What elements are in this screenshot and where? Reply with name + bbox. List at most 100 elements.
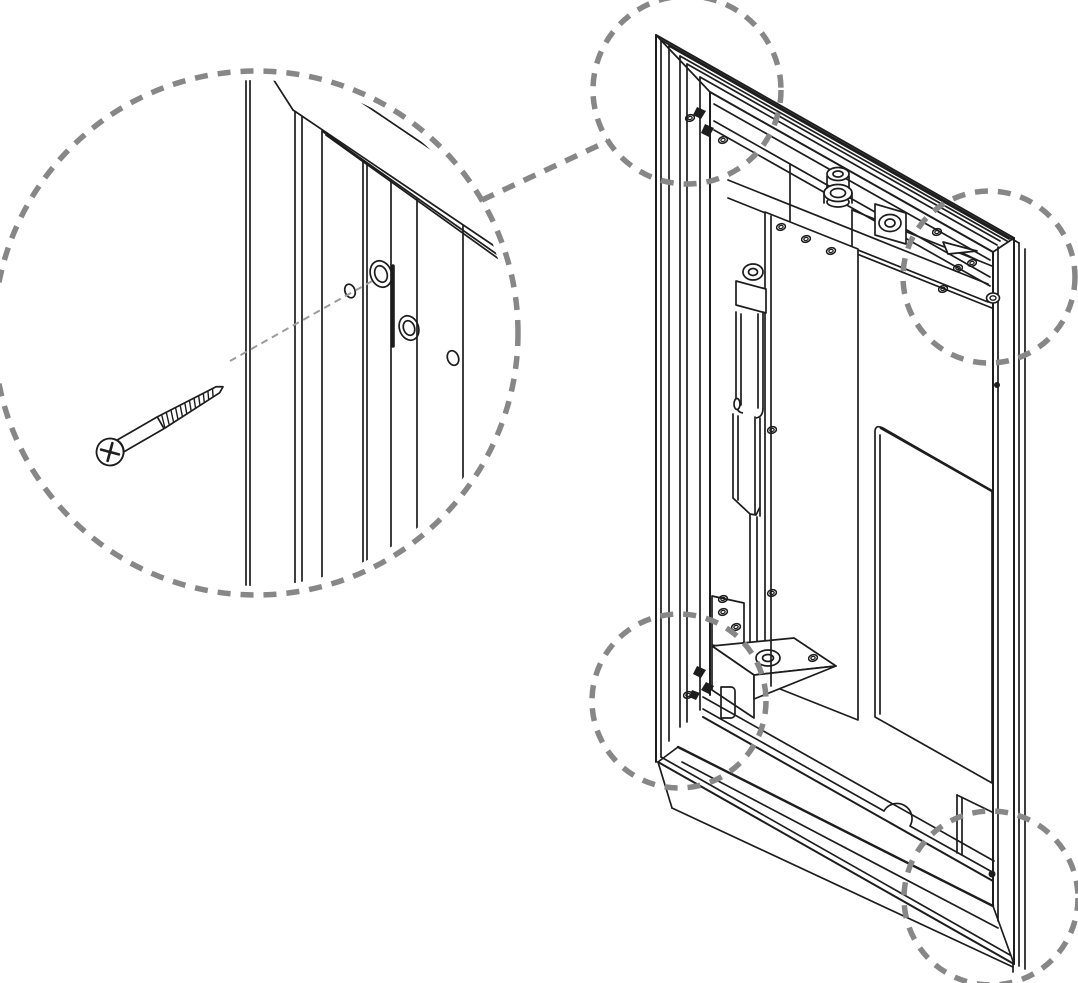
panel-hole [769,590,775,596]
assembly-line [702,708,885,812]
detail-frame-line [321,130,509,268]
panel-hole [687,115,693,121]
assembly-panel [735,280,767,314]
assembly-line [660,39,1020,244]
fastener-ellipse [742,263,764,281]
assembly-panel [711,645,755,719]
fastener-ellipse [733,397,741,411]
panel-hole [775,222,787,232]
panel-hole [684,113,696,123]
assembly-line [851,251,993,309]
assembly-panel [874,425,993,784]
retainer-clip [701,682,714,694]
assembly-line [655,34,1015,239]
assembly-panel [753,665,837,700]
screw-shank [117,416,165,453]
panel-hole [717,135,729,145]
panel-hole [720,609,726,615]
washer-hole [985,292,1001,304]
assembly-line [992,237,1015,253]
assembly-line [699,76,998,246]
panel-hole [803,236,809,242]
panel-hole [778,224,784,230]
assembly-line [956,794,993,813]
panel-hole [720,596,726,602]
fastener-ellipse [826,166,850,182]
screw-dot [994,382,1000,388]
fastener-ellipse [829,187,847,199]
panel-hole [828,248,834,254]
assembly-panel [942,241,978,255]
assembly-line [657,761,1015,965]
panel-hole [769,427,775,433]
screw-thread [188,399,192,412]
screw-thread [170,409,175,423]
assembly-line [713,103,991,261]
fastener-ellipse [884,218,896,228]
assembly-line [657,746,679,763]
screw-thread [193,397,197,409]
retainer-clip [689,690,700,700]
assembly-line [676,745,995,908]
assembly-line [909,825,995,874]
detail-frame-line [325,134,509,273]
panel-hole [931,227,943,237]
screw-thread [211,388,214,398]
assembly-panel [764,211,859,721]
callout-bottom-left-corner [589,611,769,791]
screw-thread [207,390,210,401]
fastener-ellipse [761,653,775,663]
panel-hole [720,137,726,143]
fastener-ellipse [823,183,853,203]
assembly-contour [732,497,761,516]
screw-alignment-leader [229,279,375,362]
screw-hole [398,314,420,342]
assembly-line [660,756,1011,956]
screw-thread [197,395,201,406]
panel-hole [825,246,837,256]
screw-thread-edge [156,385,224,430]
screw-hole [446,349,460,367]
assembly-line [702,696,995,862]
panel-hole [955,265,961,271]
panel-hole [810,655,816,661]
fastener-ellipse [878,213,902,233]
panel-hole [717,594,729,604]
panel-hole [969,260,975,266]
assembly-line [671,807,1014,968]
callout-top-left-corner [590,0,784,187]
assembly-contour [720,686,736,719]
fastener-ellipse [832,170,844,178]
detail-frame-line [267,80,294,111]
detail-frame-line [292,109,509,263]
detail-view [95,80,509,586]
callout-top-right-corner [900,188,1078,366]
detail-leader-line [480,138,610,203]
screw-thread [202,392,206,403]
assembly-line [655,34,711,93]
assembly-line [727,179,989,285]
assembly-contour [883,802,913,827]
panel-hole [937,284,949,294]
panel-hole [717,607,729,617]
screw-thread [160,414,166,429]
panel-hole [733,624,739,630]
assembly-line [686,63,1001,242]
assembly-line [713,129,991,287]
screw-hole [369,259,393,289]
assembly-line [668,45,1010,240]
assembly-line [681,761,999,929]
screw-hole [343,283,357,299]
assembly-contour [755,407,764,419]
assembly-line [992,905,1015,965]
fastener-ellipse [755,649,781,667]
assembly-line [709,91,994,253]
panel-hole [766,588,778,598]
screw-hole [402,319,416,337]
fastener-ellipse [747,267,759,277]
panel-hole [766,425,778,435]
recessed-frame-assembly [655,34,1026,973]
